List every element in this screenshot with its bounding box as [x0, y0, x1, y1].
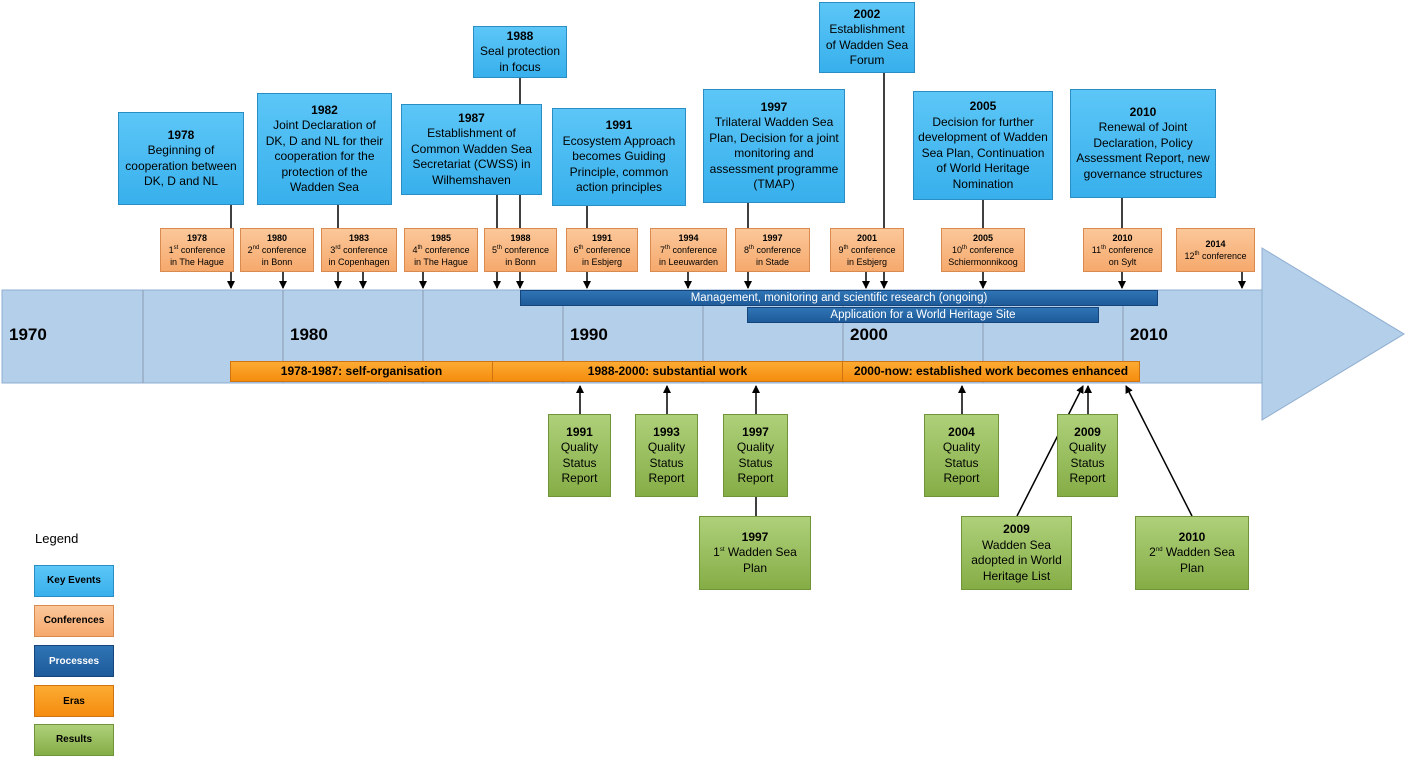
era-substantial-work: 1988-2000: substantial work [492, 361, 843, 382]
conference-1978: 1978 1st conference in The Hague [160, 228, 234, 272]
conference-1985: 1985 4th conference in The Hague [404, 228, 478, 272]
decade-label-2010: 2010 [1130, 325, 1168, 344]
conference-1988: 1988 5th conference in Bonn [484, 228, 557, 272]
connector-lines [227, 73, 1246, 517]
conference-1983: 1983 3rd conference in Copenhagen [321, 228, 397, 272]
decade-label-1970: 1970 [9, 325, 47, 344]
process-world-heritage-bar: Application for a World Heritage Site [747, 307, 1099, 323]
process-management-bar: Management, monitoring and scientific re… [520, 290, 1158, 306]
result-1997-wadden-sea-plan: 1997 1st Wadden Sea Plan [699, 516, 811, 590]
conference-2014: 2014 12th conference [1176, 228, 1255, 272]
result-2010-wadden-sea-plan: 2010 2nd Wadden Sea Plan [1135, 516, 1249, 590]
legend-processes: Processes [34, 645, 114, 677]
era-self-organisation: 1978-1987: self-organisation [230, 361, 493, 382]
legend-results: Results [34, 724, 114, 756]
conference-1980: 1980 2nd conference in Bonn [240, 228, 314, 272]
legend-key-events: Key Events [34, 565, 114, 597]
decade-label-1980: 1980 [290, 325, 328, 344]
conference-2001: 2001 9th conference in Esbjerg [830, 228, 904, 272]
conference-2005: 2005 10th conference Schiermonnikoog [941, 228, 1025, 272]
conference-1994: 1994 7th conference in Leeuwarden [650, 228, 727, 272]
decade-label-2000: 2000 [850, 325, 888, 344]
legend-eras: Eras [34, 685, 114, 717]
legend-conferences: Conferences [34, 605, 114, 637]
decade-label-1990: 1990 [570, 325, 608, 344]
conference-1997: 1997 8th conference in Stade [735, 228, 810, 272]
era-established-work: 2000-now: established work becomes enhan… [842, 361, 1140, 382]
legend-title: Legend [35, 531, 79, 546]
conference-2010: 2010 11th conference on Sylt [1083, 228, 1162, 272]
conference-1991: 1991 6th conference in Esbjerg [566, 228, 638, 272]
